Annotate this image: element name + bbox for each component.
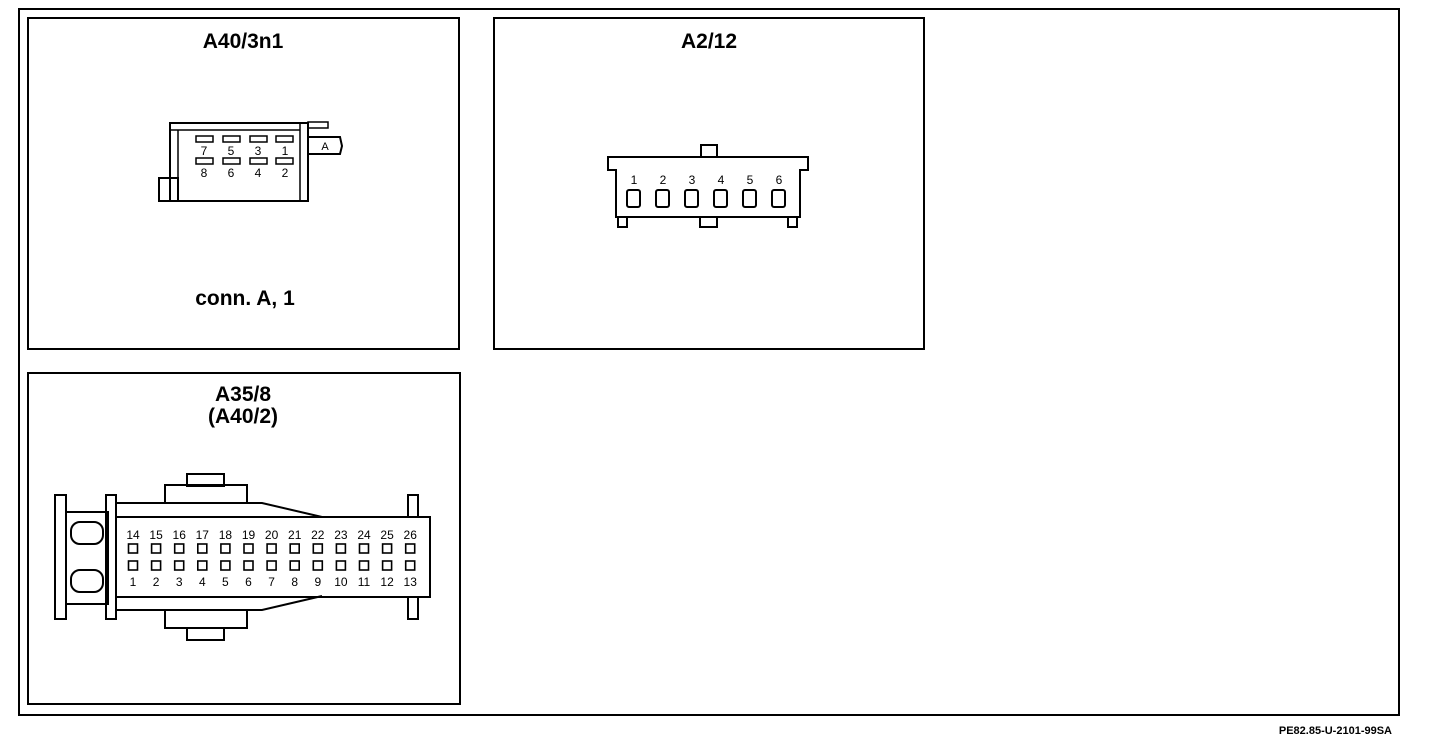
pin-socket (335, 560, 347, 571)
panel-a40-3n1-border (27, 17, 460, 350)
pin-label: 8 (201, 166, 208, 180)
connector-a40-3n1-tab (308, 136, 344, 155)
pin-label: 11 (358, 575, 371, 589)
panel-a35-8-border (27, 372, 461, 705)
pin-socket (197, 543, 208, 554)
pin-socket (358, 560, 370, 571)
pin-socket (173, 560, 185, 571)
pin-socket (289, 560, 301, 571)
panel-a35-8-subtitle: (A40/2) (208, 405, 278, 428)
connector-a40-3n1-drawing (158, 121, 344, 202)
pin-label: 7 (268, 575, 275, 589)
pin-socket (312, 543, 324, 554)
pin-label: 15 (149, 528, 163, 542)
pin-label: 2 (282, 166, 289, 180)
pin-label: 6 (245, 575, 252, 589)
pin-label: 19 (242, 528, 256, 542)
pin-socket (335, 543, 347, 554)
pin-label: 3 (255, 144, 262, 158)
pin-socket (404, 543, 416, 554)
panel-a2-12: A2/12 1 2 3 4 5 6 (493, 17, 925, 350)
pin-socket (358, 543, 370, 554)
connector-a40-3n1-body (169, 122, 309, 202)
pin-socket (220, 560, 231, 571)
pin-socket (266, 560, 277, 571)
panel-a40-3n1: A40/3n1 A 7 5 3 1 8 6 4 2 conn. A, 1 (27, 17, 460, 350)
pin-label: 6 (228, 166, 235, 180)
pin-label: 1 (282, 144, 289, 158)
pin-label: 7 (201, 144, 208, 158)
pin-label: 1 (631, 173, 638, 187)
pin-label: 4 (718, 173, 725, 187)
pin-label: 6 (776, 173, 783, 187)
pin-label: 9 (314, 575, 321, 589)
pin-label: 2 (660, 173, 667, 187)
pin-socket (173, 543, 185, 554)
panel-a35-8: A35/8 (A40/2) 14 1 15 2 16 3 17 4 18 5 19 6 20 7 21 8 22… (27, 372, 461, 705)
pin-socket (381, 543, 393, 554)
connector-a40-3n1-latch (158, 177, 179, 202)
drawing-reference: PE82.85-U-2101-99SA (1279, 725, 1392, 737)
connector-a35-8-body (115, 516, 431, 598)
pin-label: 26 (404, 528, 418, 542)
pin-label: 24 (357, 528, 371, 542)
pin-label: 10 (334, 575, 348, 589)
pin-label: 4 (199, 575, 206, 589)
pin-label: 16 (173, 528, 187, 542)
pin-label: 13 (404, 575, 418, 589)
connector-a2-12-body (607, 156, 809, 218)
connector-a40-3n1-tab-label: A (321, 141, 329, 153)
pin-label: 22 (311, 528, 325, 542)
pin-label: 5 (228, 144, 235, 158)
connector-a35-8-drawing (54, 473, 431, 641)
pin-label: 5 (222, 575, 229, 589)
pin-socket (266, 543, 277, 554)
pin-label: 23 (334, 528, 348, 542)
pin-label: 21 (288, 528, 302, 542)
connector-a2-12-pins (626, 189, 786, 208)
pin-socket (243, 543, 254, 554)
pin-socket (381, 560, 393, 571)
pin-socket (404, 560, 416, 571)
pin-socket (312, 560, 324, 571)
pin-label: 2 (153, 575, 160, 589)
connector-a2-12-drawing (607, 144, 809, 228)
panel-a40-3n1-title: A40/3n1 (203, 30, 284, 53)
pin-label: 20 (265, 528, 279, 542)
pin-socket (150, 543, 162, 554)
sheet-frame (18, 8, 1400, 716)
panel-a40-3n1-caption: conn. A, 1 (195, 287, 295, 310)
pin-label: 4 (255, 166, 262, 180)
pin-label: 18 (219, 528, 233, 542)
pin-label: 14 (126, 528, 140, 542)
panel-a35-8-title: A35/8 (215, 383, 271, 406)
connector-a35-8-pins: 14 1 15 2 16 3 17 4 18 5 19 6 20 7 21 8 22 9 23 10 24 11 25 12 2… (126, 528, 417, 589)
pin-label: 3 (176, 575, 183, 589)
connector-a40-3n1-pins (195, 135, 294, 165)
pin-socket (150, 560, 162, 571)
pin-label: 1 (130, 575, 137, 589)
pin-socket (127, 560, 139, 571)
pin-socket (197, 560, 208, 571)
panel-a2-12-border (493, 17, 925, 350)
pin-label: 25 (380, 528, 394, 542)
pin-socket (220, 543, 231, 554)
pin-socket (127, 543, 139, 554)
pin-label: 5 (747, 173, 754, 187)
pin-label: 3 (689, 173, 696, 187)
pin-socket (243, 560, 254, 571)
panel-a2-12-title: A2/12 (681, 30, 737, 53)
pin-socket (289, 543, 301, 554)
pin-label: 8 (291, 575, 298, 589)
pin-label: 17 (196, 528, 210, 542)
pin-label: 12 (380, 575, 394, 589)
